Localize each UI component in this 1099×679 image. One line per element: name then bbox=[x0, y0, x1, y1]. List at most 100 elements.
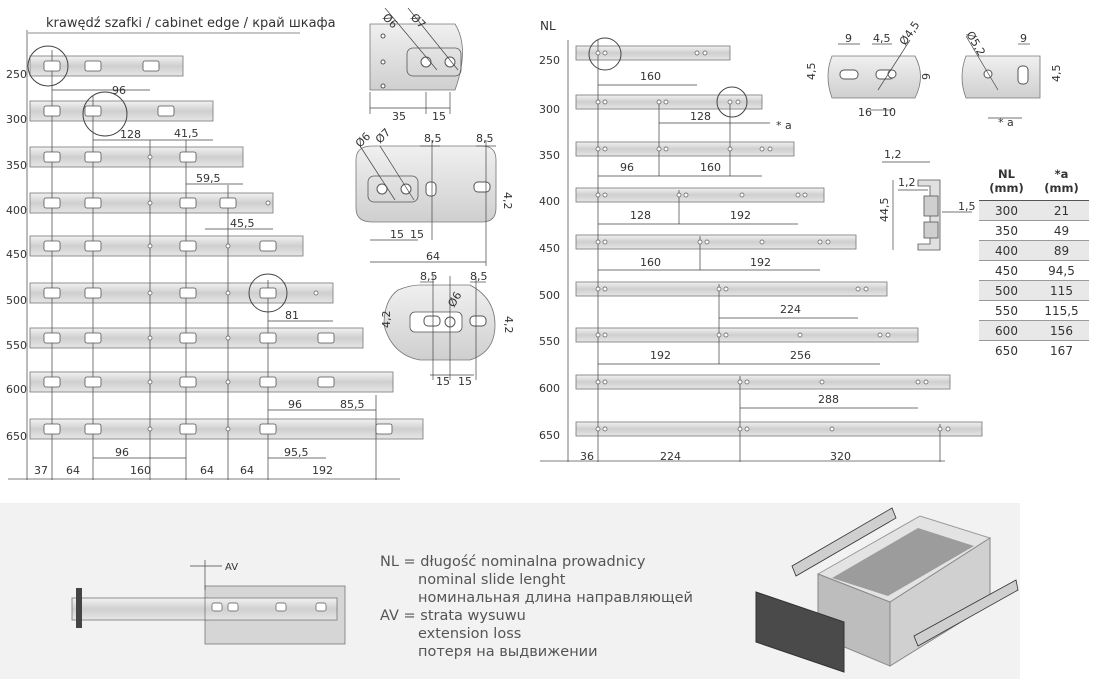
d3-8-5b: 8,5 bbox=[470, 270, 488, 283]
r-bottom-36: 36 bbox=[580, 450, 594, 463]
d4-9a: 9 bbox=[845, 32, 852, 45]
d5-9: 9 bbox=[1020, 32, 1027, 45]
dim-59-5: 59,5 bbox=[196, 172, 221, 185]
dim-95-5: 95,5 bbox=[284, 446, 309, 459]
dim-85-5: 85,5 bbox=[340, 398, 365, 411]
av-label: AV bbox=[225, 562, 238, 573]
d3-4-2b: 4,2 bbox=[502, 316, 515, 334]
r-bottom-320: 320 bbox=[830, 450, 851, 463]
r-96: 96 bbox=[620, 161, 634, 174]
legend-nl-pl: NL = długość nominalna prowadnicy bbox=[380, 554, 646, 570]
r-192c: 192 bbox=[650, 349, 671, 362]
d4-dia4-5: Ø4,5 bbox=[897, 19, 923, 48]
right-row-600: 600 bbox=[539, 382, 560, 395]
left-row-550: 550 bbox=[6, 339, 27, 352]
left-row-250: 250 bbox=[6, 68, 27, 81]
right-row-300: 300 bbox=[539, 103, 560, 116]
legend-nl-ru: номинальная длина направляющей bbox=[418, 590, 693, 606]
profile-1-2a: 1,2 bbox=[884, 148, 902, 161]
bottom-dim-64b: 64 bbox=[200, 464, 214, 477]
left-row-400: 400 bbox=[6, 204, 27, 217]
d5-star-a: * a bbox=[998, 116, 1014, 129]
d4-9b: 9 bbox=[920, 73, 933, 80]
right-rail-diagram: NL bbox=[539, 19, 983, 463]
nl-header: NL bbox=[540, 19, 556, 33]
left-row-450: 450 bbox=[6, 248, 27, 261]
r-bottom-224: 224 bbox=[660, 450, 681, 463]
profile-1-5: 1,5 bbox=[958, 200, 976, 213]
right-row-400: 400 bbox=[539, 195, 560, 208]
d2-8-5b: 8,5 bbox=[476, 132, 494, 145]
right-row-550: 550 bbox=[539, 335, 560, 348]
bottom-dim-64a: 64 bbox=[66, 464, 80, 477]
d4-16: 16 bbox=[858, 106, 872, 119]
bottom-dim-37: 37 bbox=[34, 464, 48, 477]
d5-dia5-2: Ø5,2 bbox=[963, 29, 987, 58]
dim-41-5: 41,5 bbox=[174, 127, 199, 140]
left-rail-diagram: krawędź szafki / cabinet edge / край шка… bbox=[6, 16, 424, 480]
d2-15b: 15 bbox=[410, 228, 424, 241]
left-row-300: 300 bbox=[6, 113, 27, 126]
d2-dia7: Ø7 bbox=[373, 126, 393, 146]
d2-15a: 15 bbox=[390, 228, 404, 241]
d2-64: 64 bbox=[426, 250, 440, 263]
dim-96-mid: 96 bbox=[288, 398, 302, 411]
legend: NL = długość nominalna prowadnicy nomina… bbox=[380, 553, 693, 661]
r-192a: 192 bbox=[730, 209, 751, 222]
av-drawing: AV bbox=[71, 560, 346, 645]
d5-4-5: 4,5 bbox=[1050, 65, 1063, 83]
legend-nl-en: nominal slide lenght bbox=[418, 572, 566, 588]
d2-8-5a: 8,5 bbox=[424, 132, 442, 145]
right-row-350: 350 bbox=[539, 149, 560, 162]
table-header-a: *a(mm) bbox=[1034, 162, 1089, 201]
dim-81: 81 bbox=[285, 309, 299, 322]
r-256: 256 bbox=[790, 349, 811, 362]
r-128a: 128 bbox=[690, 110, 711, 123]
profile-1-2b: 1,2 bbox=[898, 176, 916, 189]
left-row-600: 600 bbox=[6, 383, 27, 396]
left-row-500: 500 bbox=[6, 294, 27, 307]
right-row-500: 500 bbox=[539, 289, 560, 302]
d3-4-2a: 4,2 bbox=[380, 311, 393, 329]
right-row-450: 450 bbox=[539, 242, 560, 255]
d2-4-2: 4,2 bbox=[501, 192, 514, 210]
r-288: 288 bbox=[818, 393, 839, 406]
detail-views-right: 9 4,5 Ø4,5 4,5 9 16 10 Ø5,2 9 4,5 * a bbox=[805, 19, 1063, 251]
dim-96-bot: 96 bbox=[115, 446, 129, 459]
d1-35: 35 bbox=[392, 110, 406, 123]
left-row-650: 650 bbox=[6, 430, 27, 443]
r-128b: 128 bbox=[630, 209, 651, 222]
d4-10: 10 bbox=[882, 106, 896, 119]
r-star-a: * a bbox=[776, 119, 792, 132]
legend-av-ru: потеря на выдвижении bbox=[418, 644, 598, 660]
dim-96-top: 96 bbox=[112, 84, 126, 97]
right-row-650: 650 bbox=[539, 429, 560, 442]
d3-15b: 15 bbox=[458, 375, 472, 388]
left-row-350: 350 bbox=[6, 159, 27, 172]
dim-128: 128 bbox=[120, 128, 141, 141]
drawer-illustration bbox=[755, 507, 1019, 673]
d4-4-5b: 4,5 bbox=[805, 63, 818, 81]
d4-4-5a: 4,5 bbox=[873, 32, 891, 45]
bottom-dim-64c: 64 bbox=[240, 464, 254, 477]
table-header-nl: NL(mm) bbox=[979, 162, 1034, 201]
profile-44-5: 44,5 bbox=[878, 198, 891, 223]
r-224a: 224 bbox=[780, 303, 801, 316]
r-160b: 160 bbox=[700, 161, 721, 174]
bottom-dim-160: 160 bbox=[130, 464, 151, 477]
detail-views-center: Ø6 Ø7 35 15 Ø6 Ø7 8,5 8,5 4,2 15 15 64 bbox=[353, 7, 515, 388]
r-160a: 160 bbox=[640, 70, 661, 83]
bottom-dim-192: 192 bbox=[312, 464, 333, 477]
r-192b: 192 bbox=[750, 256, 771, 269]
right-row-250: 250 bbox=[539, 54, 560, 67]
dim-45-5: 45,5 bbox=[230, 217, 255, 230]
d1-15: 15 bbox=[432, 110, 446, 123]
